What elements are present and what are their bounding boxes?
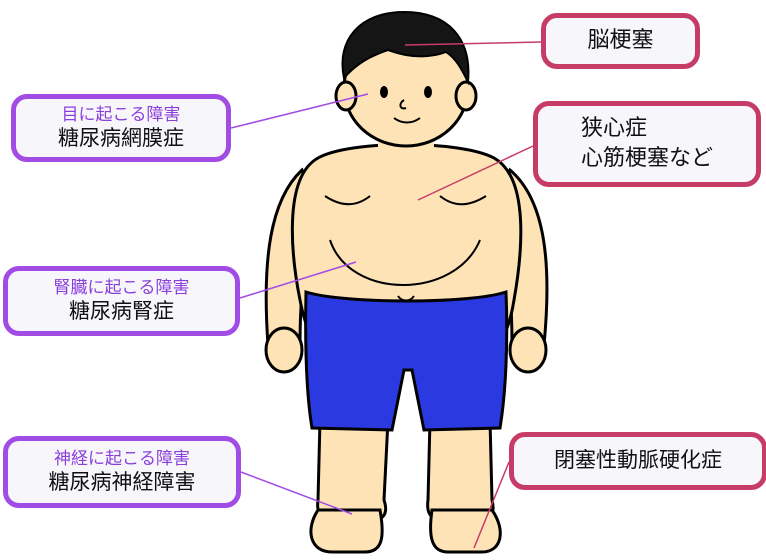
leader-line-artery [473,461,510,549]
belly-line [329,239,481,286]
label-heart-disease: 狭心症 心筋梗塞など [533,101,761,187]
label-neuropathy: 神経に起こる障害 糖尿病神経障害 [3,436,241,508]
right-eye [424,86,432,98]
mouth [393,117,421,124]
leader-line-eye [230,93,369,129]
navel [397,295,415,302]
leader-line-heart [417,145,534,201]
label-line: 心筋梗塞など [580,146,713,171]
right-ear [454,80,478,112]
label-nephropathy: 腎臓に起こる障害 糖尿病腎症 [3,266,240,336]
label-main-text: 糖尿病腎症 [69,298,174,323]
right-foot [429,508,502,554]
label-main-text: 閉塞性動脈硬化症 [554,448,722,473]
hair [341,10,470,86]
chest-line [324,195,371,206]
label-arteriosclerosis-obliterans: 閉塞性動脈硬化症 [509,432,766,490]
leader-line-kidney [239,261,357,299]
right-leg [426,418,495,522]
label-line: 狭心症 [580,116,647,142]
label-main-text: 糖尿病神経障害 [48,469,196,494]
label-sub-text: 腎臓に起こる障害 [53,278,190,299]
torso [290,143,523,347]
right-hand [508,326,548,374]
label-sub-text: 目に起こる障害 [61,105,181,126]
chest-line [439,195,487,206]
label-sub-text: 神経に起こる障害 [54,449,190,470]
label-main-text: 糖尿病網膜症 [58,125,184,150]
label-retinopathy: 目に起こる障害 糖尿病網膜症 [11,94,231,162]
leader-line-brain [404,41,542,46]
left-eye [380,86,388,98]
label-main-text: 狭心症 心筋梗塞など [581,114,713,173]
label-cerebral-infarction: 脳梗塞 [541,13,700,69]
shorts [304,289,509,432]
label-main-text: 脳梗塞 [587,27,654,53]
left-foot [309,508,384,554]
left-hand [264,326,304,374]
left-ear [334,80,358,112]
nose [399,99,407,110]
leader-line-nerve [240,471,353,515]
